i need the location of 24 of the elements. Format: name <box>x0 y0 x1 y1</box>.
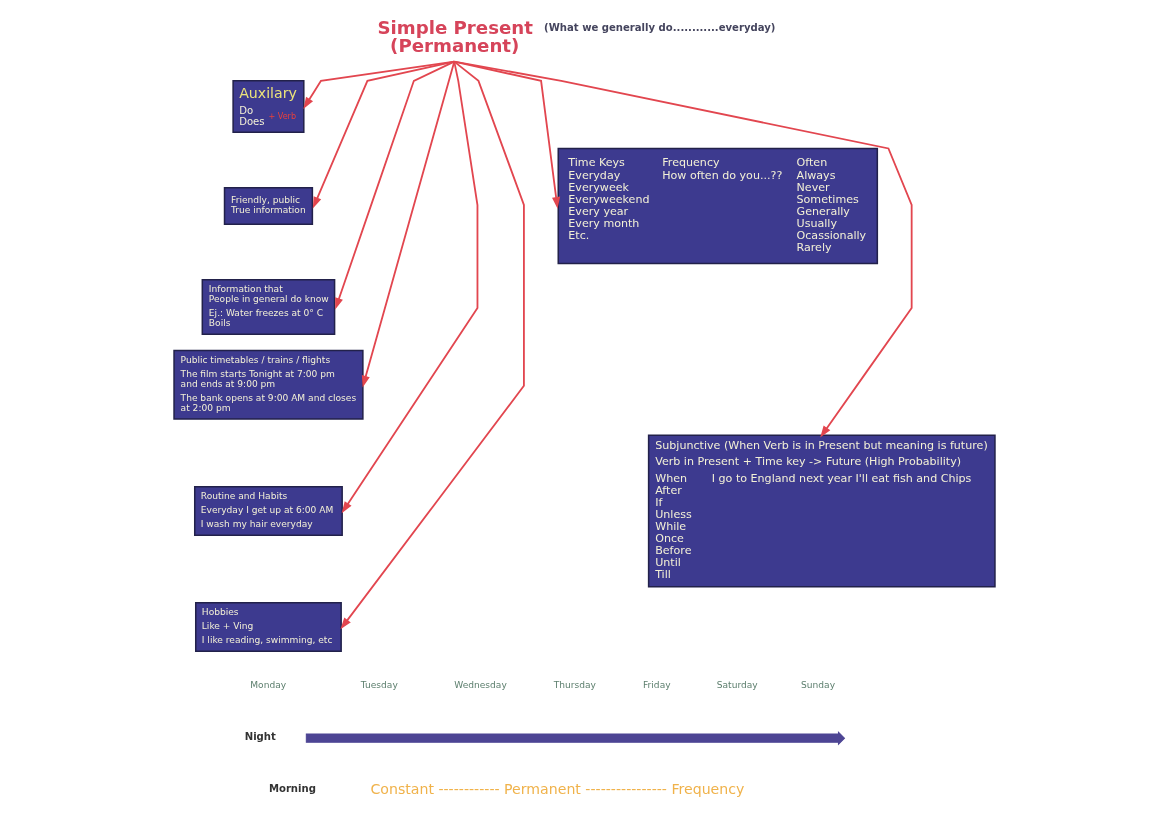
node-box: Routine and Habits Everyday I get up at 6:00 AM I wash my hair everyday <box>194 486 343 536</box>
arrow <box>340 60 525 630</box>
arrow <box>335 60 456 310</box>
arrow <box>341 60 479 514</box>
arrow <box>361 60 456 388</box>
label: Wednesday <box>454 679 507 690</box>
node-box: Public timetables / trains / flights The film starts Tonight at 7:00 pm and ends at 9:00 pm The bank opens at 9:00 AM and closes at 2:00 pm <box>173 349 364 420</box>
node-label: (What we generally do............everyday) <box>544 22 776 34</box>
label: Constant ------------ Permanent ---------------- Frequency <box>370 781 745 798</box>
arrow <box>453 60 913 438</box>
label: Night <box>244 730 276 742</box>
node-box: Information that People in general do know Ej.: Water freezes at 0° C Boils <box>201 279 336 335</box>
label: Sunday <box>801 679 836 690</box>
label: Friday <box>643 679 671 690</box>
label: Tuesday <box>360 679 398 690</box>
node-text: Simple Present (Permanent) <box>377 16 533 56</box>
node-box: Friendly, public True information <box>223 187 314 225</box>
label: Monday <box>250 679 287 690</box>
label: Thursday <box>553 679 596 690</box>
label: Saturday <box>716 679 758 690</box>
node-box: Subjunctive (When Verb is in Present but meaning is future) Verb in Present + Time key -> Future (High Probability) When After If Unless While Once Before Until Till I go to England next year I'll eat fish and Chips <box>647 434 996 588</box>
node-box: Time Keys Everyday Everyweek Everyweekend Every year Every month Etc. Frequency How often do you...?? Often Always Never Sometimes Generally Usually Ocassionally Rarely <box>557 147 879 265</box>
label: Morning <box>268 783 316 795</box>
node-box: Hobbies Like + Ving I like reading, swimming, etc <box>195 602 342 653</box>
